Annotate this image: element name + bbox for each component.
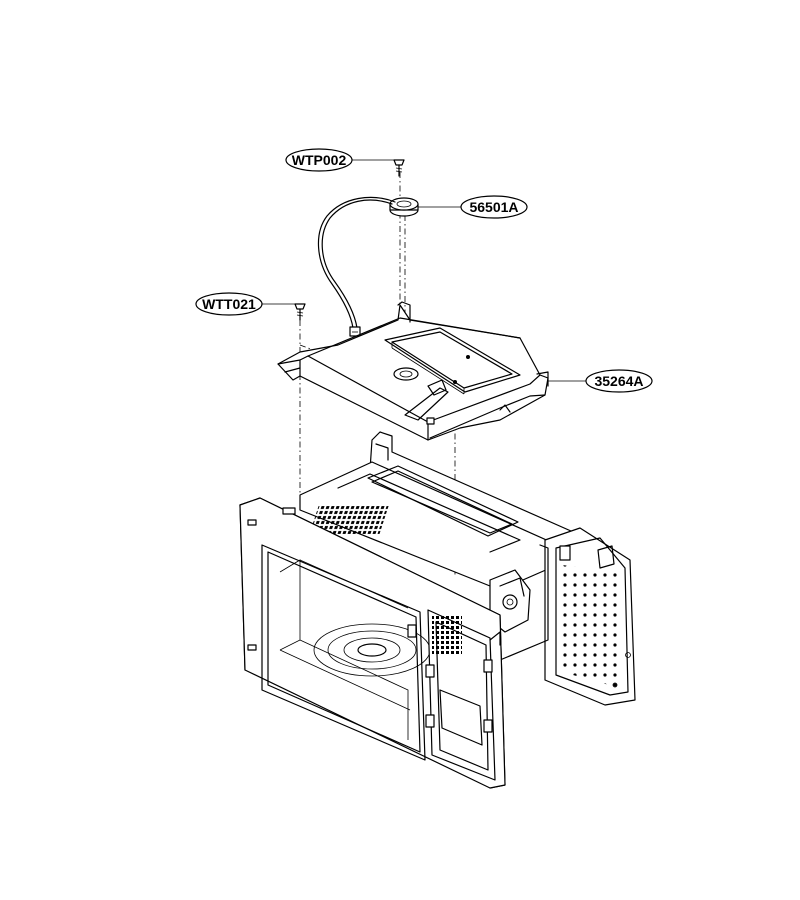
screw-wtp002 xyxy=(393,159,405,177)
thermal-sensor-56501a xyxy=(317,196,419,337)
callout-35264a: 35264A xyxy=(585,369,653,393)
screw-wtt021 xyxy=(294,303,306,321)
top-plate-35264a xyxy=(277,301,549,441)
leader-lines xyxy=(262,159,587,382)
callout-35264a-label: 35264A xyxy=(594,373,643,389)
callout-wtp002-label: WTP002 xyxy=(292,152,347,168)
callout-wtt021-label: WTT021 xyxy=(202,296,256,312)
callout-wtt021: WTT021 xyxy=(195,292,263,316)
callout-56501a-label: 56501A xyxy=(469,199,518,215)
callout-wtp002: WTP002 xyxy=(285,148,353,172)
callout-56501a: 56501A xyxy=(460,195,528,219)
oven-cabinet xyxy=(239,431,636,789)
